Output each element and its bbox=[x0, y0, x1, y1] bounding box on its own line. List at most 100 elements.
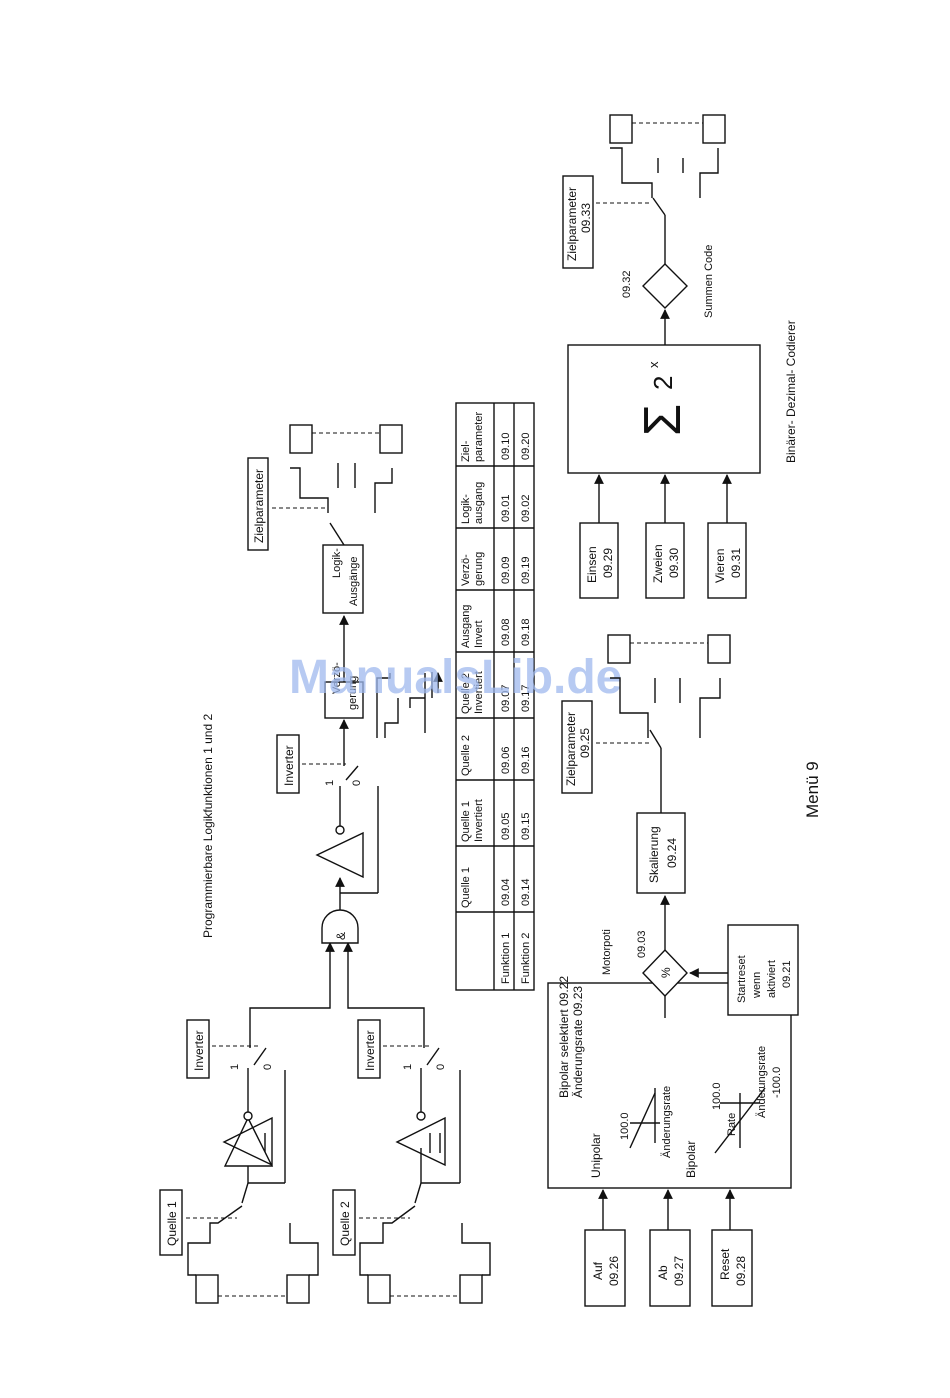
terminal-box bbox=[195, 1274, 219, 1304]
inverter1-box bbox=[186, 1019, 210, 1079]
selector-wire bbox=[241, 1182, 249, 1204]
motorpoti-input-box bbox=[711, 1229, 753, 1307]
outputs-label-2: Ausgänge bbox=[348, 556, 360, 606]
quelle1-label: Quelle 1 bbox=[165, 1201, 179, 1246]
bipolar-select-label: Bipolar selektiert 09.22 bbox=[557, 976, 571, 1098]
bcd-input-name: Vieren bbox=[713, 549, 727, 583]
table-cell: 09.06 bbox=[500, 746, 512, 774]
table-header-cell: ausgang bbox=[473, 482, 485, 524]
source-bracket bbox=[461, 1223, 491, 1276]
bcd-input-name: Einsen bbox=[585, 546, 599, 583]
startreset-box bbox=[727, 924, 799, 1016]
output-bracket bbox=[699, 678, 721, 738]
watermark: ManualsLib.de bbox=[289, 651, 622, 704]
rotated-diagram: Programmierbare Logikfunktionen 1 und 2 … bbox=[159, 114, 822, 1307]
bi-neg: -100.0 bbox=[771, 1067, 783, 1098]
unipolar-label: Unipolar bbox=[589, 1133, 603, 1178]
switch-zero-label: 0 bbox=[262, 1064, 274, 1070]
table-cell: 09.16 bbox=[520, 746, 532, 774]
scaling-label: Skalierung bbox=[647, 826, 661, 883]
not-bubble bbox=[243, 1111, 253, 1121]
bcd-label: Binärer- Dezimal- Codierer bbox=[784, 320, 798, 463]
bipolar-label: Bipolar bbox=[684, 1141, 698, 1178]
logic-output-chain: & 1 0 Inverter Verzö- gerung bbox=[247, 424, 443, 944]
pulse-trace bbox=[409, 697, 425, 708]
terminal-box bbox=[286, 1274, 310, 1304]
switch-zero-label: 0 bbox=[435, 1064, 447, 1070]
logic-outputs-box bbox=[322, 544, 364, 614]
inverter1-label: Inverter bbox=[192, 1030, 206, 1071]
sum-code: 09.32 bbox=[621, 270, 633, 298]
source-bracket bbox=[187, 1205, 243, 1276]
terminal-box bbox=[367, 1274, 391, 1304]
outputs-label-1: Logik- bbox=[331, 548, 343, 578]
bcd-input-name: Zweien bbox=[651, 544, 665, 583]
switch-arm bbox=[426, 1047, 440, 1066]
wire-to-and bbox=[343, 942, 425, 1048]
terminal-box bbox=[609, 114, 633, 144]
motorpoti-input-code: 09.28 bbox=[734, 1256, 748, 1286]
table-header-cell: Ausgang bbox=[460, 605, 472, 648]
scaling-code: 09.24 bbox=[665, 838, 679, 868]
graph-line bbox=[629, 1092, 656, 1149]
startreset-1: Startreset bbox=[736, 955, 748, 1003]
sigma-symbol: Σ bbox=[634, 404, 692, 436]
sum-diamond bbox=[642, 263, 688, 309]
bi-value: 100.0 bbox=[711, 1082, 723, 1110]
mp-target-label: Zielparameter bbox=[564, 712, 578, 786]
logic-function-2: Quelle 2 1 0 Inverter bbox=[332, 942, 491, 1304]
table-cell: 09.10 bbox=[500, 432, 512, 460]
source-bracket bbox=[359, 1205, 416, 1276]
menu-label: Menü 9 bbox=[803, 761, 822, 818]
table-cell: 09.15 bbox=[520, 812, 532, 840]
pulse-trace bbox=[376, 673, 391, 738]
uni-rate: Änderungsrate bbox=[661, 1086, 673, 1158]
startreset-2: wenn bbox=[751, 972, 763, 999]
sum-label: Summen Code bbox=[703, 245, 715, 318]
output-bracket bbox=[374, 468, 393, 513]
switch-arm bbox=[345, 765, 359, 781]
percent-symbol: % bbox=[659, 967, 673, 978]
output-bracket bbox=[610, 677, 649, 738]
table-cell: 09.05 bbox=[500, 812, 512, 840]
bcd-target-box bbox=[562, 175, 594, 269]
table-cell: 09.07 bbox=[500, 684, 512, 712]
table-cell: 09.09 bbox=[500, 556, 512, 584]
not-bubble bbox=[335, 825, 345, 835]
switch-arm bbox=[253, 1047, 267, 1066]
target-param-label: Zielparameter bbox=[252, 469, 266, 543]
table-cell: 09.04 bbox=[500, 878, 512, 906]
terminal-box bbox=[607, 634, 631, 664]
table-cell: 09.18 bbox=[520, 618, 532, 646]
inverter2-box bbox=[357, 1019, 381, 1079]
table-header-cell: Invertiert bbox=[473, 799, 485, 842]
mp-target-code: 09.25 bbox=[578, 728, 592, 758]
table-cell: 09.20 bbox=[520, 432, 532, 460]
table-cell: Funktion 2 bbox=[520, 933, 532, 984]
switch-one-label: 1 bbox=[402, 1064, 414, 1070]
not-bubble bbox=[416, 1111, 426, 1121]
table-cell: 09.17 bbox=[520, 684, 532, 712]
table-cell: 09.08 bbox=[500, 618, 512, 646]
wire-to-and bbox=[249, 942, 335, 1048]
logic-function-1: Quelle 1 1 0 Inverter bbox=[159, 942, 335, 1304]
bcd-input-code: 09.30 bbox=[667, 548, 681, 578]
terminal-box bbox=[379, 424, 403, 454]
not-triangle bbox=[315, 831, 364, 879]
bi-rate-short: Rate bbox=[726, 1113, 738, 1136]
inverter2-label: Inverter bbox=[363, 1030, 377, 1071]
motorpoti-input-box bbox=[584, 1229, 626, 1307]
bi-rate: Änderungsrate bbox=[756, 1046, 768, 1118]
page-title: Programmierbare Logikfunktionen 1 und 2 bbox=[201, 714, 215, 938]
terminal-box bbox=[702, 114, 726, 144]
motorpoti-input-box bbox=[649, 1229, 691, 1307]
pulse-trace bbox=[384, 698, 399, 738]
output-bracket bbox=[610, 147, 653, 198]
bcd-encoder-box bbox=[567, 344, 761, 474]
terminal-box bbox=[707, 634, 731, 664]
table-cell: 09.01 bbox=[500, 494, 512, 522]
motorpoti-input-name: Reset bbox=[718, 1248, 732, 1280]
not-triangle bbox=[222, 1116, 273, 1167]
